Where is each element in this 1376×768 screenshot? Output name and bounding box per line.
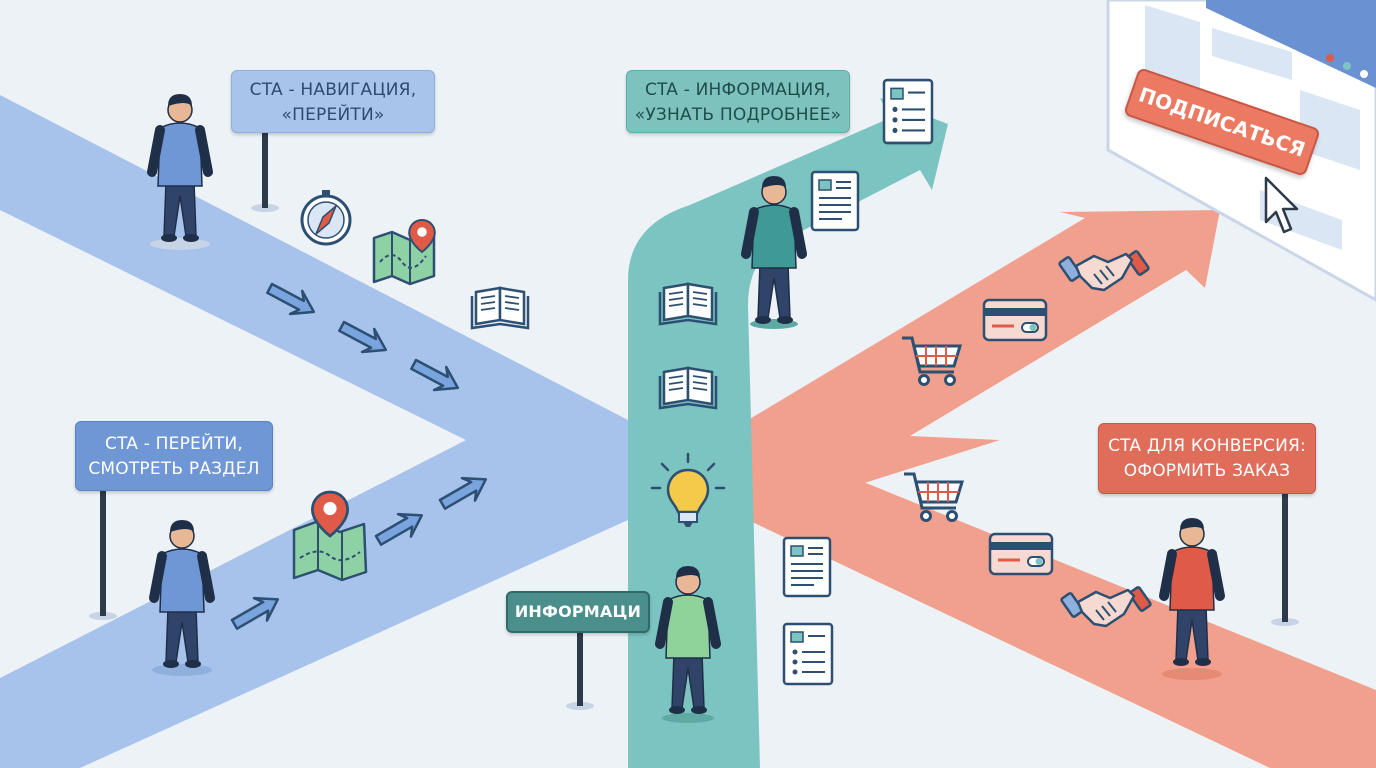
sign-information-label: ИНФОРМАЦИ: [514, 602, 642, 621]
sign-cta-information-line2: «УЗНАТЬ ПОДРОБНЕЕ»: [634, 105, 842, 125]
person-info-bottom: [660, 566, 716, 723]
sign-cta-conversion-line1: CTA ДЛЯ КОНВЕРСИЯ:: [1108, 436, 1306, 456]
credit-card-icon: [982, 298, 1048, 342]
sign-cta-conversion-line2: ОФОРМИТЬ ЗАКАЗ: [1123, 461, 1291, 481]
sign-cta-information: CTA - ИНФОРМАЦИЯ, «УЗНАТЬ ПОДРОБНЕЕ»: [626, 70, 850, 133]
compass-icon: [300, 190, 352, 246]
mouse-cursor-icon: [1264, 176, 1299, 234]
map-icon: [372, 218, 436, 286]
person-conversion: [1162, 518, 1222, 680]
sign-cta-navigation: CTA - НАВИГАЦИЯ, «ПЕРЕЙТИ»: [231, 70, 435, 133]
sign-cta-section-line1: CTA - ПЕРЕЙТИ,: [104, 434, 244, 454]
nav-path-bottom: [0, 438, 628, 768]
open-book-icon: [470, 286, 530, 330]
sign-posts: [89, 130, 1299, 710]
person-section-walker: [152, 520, 212, 676]
document-icon: [810, 170, 860, 232]
conversion-path-bottom: [748, 440, 1376, 768]
checklist-icon: [782, 622, 834, 686]
lightbulb-icon: [650, 452, 726, 527]
person-info-top: [746, 176, 802, 329]
map-pin-icon: [292, 490, 368, 582]
sign-cta-conversion: CTA ДЛЯ КОНВЕРСИЯ: ОФОРМИТЬ ЗАКАЗ: [1098, 423, 1316, 494]
credit-card-icon: [988, 532, 1054, 576]
sign-cta-section-line2: СМОТРЕТЬ РАЗДЕЛ: [88, 459, 260, 479]
sign-cta-section: CTA - ПЕРЕЙТИ, СМОТРЕТЬ РАЗДЕЛ: [75, 421, 273, 491]
document-icon: [782, 536, 832, 598]
sign-information: ИНФОРМАЦИ: [506, 591, 650, 633]
sign-cta-navigation-line1: CTA - НАВИГАЦИЯ,: [249, 80, 417, 100]
checklist-icon: [882, 78, 934, 145]
nav-path-top: [0, 95, 628, 520]
sign-cta-information-line1: CTA - ИНФОРМАЦИЯ,: [644, 80, 832, 100]
person-navigation-walker: [150, 94, 210, 250]
sign-cta-navigation-line2: «ПЕРЕЙТИ»: [281, 105, 385, 125]
